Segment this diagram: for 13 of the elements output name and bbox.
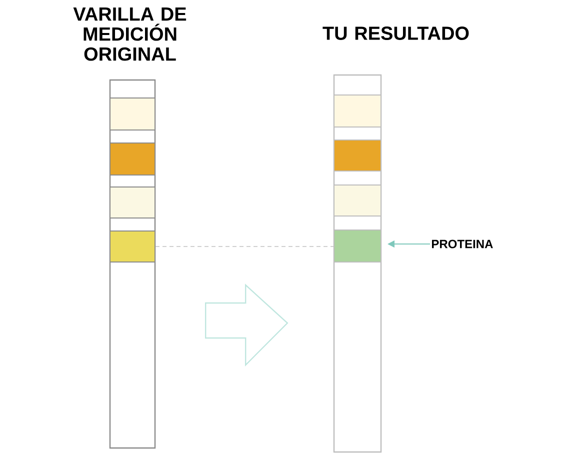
- color-pad: [334, 94, 382, 128]
- dashed-line: [155, 246, 334, 247]
- color-pad: [110, 186, 156, 218]
- color-pad: [334, 140, 382, 172]
- color-pad: [110, 142, 156, 176]
- block-arrow: [205, 284, 288, 366]
- strip-heading: VARILLA DE MEDICIÓN ORIGINAL: [73, 8, 186, 61]
- color-pad: [334, 230, 382, 262]
- color-pad: [110, 98, 156, 130]
- strip-heading: TU RESULTADO: [322, 26, 469, 40]
- color-pad: [334, 184, 382, 216]
- pad-label: PROTEINA: [432, 240, 493, 248]
- color-pad: [110, 230, 156, 262]
